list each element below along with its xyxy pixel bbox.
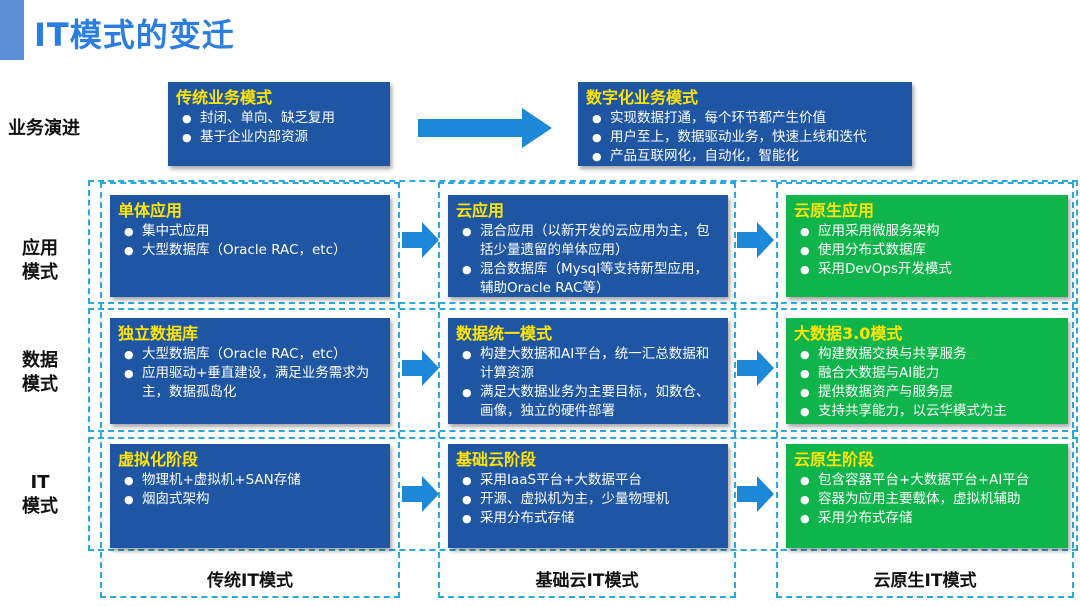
list-item: 用户至上，数据驱动业务，快速上线和迭代 xyxy=(586,128,904,147)
cloud-app-box: 云应用 混合应用（以新开发的云应用为主，包括少量遗留的单体应用） 混合数据库（M… xyxy=(448,195,728,297)
traditional-business-box: 传统业务模式 封闭、单向、缺乏复用 基于企业内部资源 xyxy=(168,82,390,166)
list-item: 集中式应用 xyxy=(118,222,382,241)
standalone-db-title: 独立数据库 xyxy=(118,324,199,343)
unified-data-box: 数据统一模式 构建大数据和AI平台，统一汇总数据和计算资源 满足大数据业务为主要… xyxy=(448,318,728,424)
list-item: 采用分布式存储 xyxy=(794,509,1060,528)
unified-data-title: 数据统一模式 xyxy=(456,324,553,343)
list-item: 构建大数据和AI平台，统一汇总数据和计算资源 xyxy=(456,345,720,383)
list-item: 采用IaaS平台+大数据平台 xyxy=(456,471,720,490)
data-row-frame xyxy=(88,308,1078,432)
virtualization-box: 虚拟化阶段 物理机+虚拟机+SAN存储 烟囱式架构 xyxy=(110,444,390,548)
list-item: 满足大数据业务为主要目标，如数仓、画像，独立的硬件部署 xyxy=(456,383,720,421)
it-arrow-1-icon xyxy=(402,476,439,512)
data-arrow-1-icon xyxy=(402,350,439,386)
row-label-business: 业务演进 xyxy=(8,118,80,139)
app-arrow-1-icon xyxy=(402,222,439,258)
list-item: 支持共享能力，以云华模式为主 xyxy=(794,402,1060,421)
list-item: 开源、虚拟机为主，少量物理机 xyxy=(456,490,720,509)
basic-cloud-column-frame xyxy=(438,182,736,598)
row-label-it-line2: 模式 xyxy=(22,496,58,517)
list-item: 混合应用（以新开发的云应用为主，包括少量遗留的单体应用） xyxy=(456,222,720,260)
list-item: 构建数据交换与共享服务 xyxy=(794,345,1060,364)
data-arrow-2-icon xyxy=(737,350,774,386)
traditional-column-frame xyxy=(100,182,400,598)
bigdata-3-title: 大数据3.0模式 xyxy=(794,324,903,343)
it-row-frame xyxy=(88,437,1078,551)
list-item: 封闭、单向、缺乏复用 xyxy=(176,109,382,128)
cloud-native-column-frame xyxy=(776,182,1074,598)
traditional-business-title: 传统业务模式 xyxy=(176,88,273,107)
monolith-app-box: 单体应用 集中式应用 大型数据库（Oracle RAC，etc） xyxy=(110,195,390,297)
bigdata-3-box: 大数据3.0模式 构建数据交换与共享服务 融合大数据与AI能力 提供数据资产与服… xyxy=(786,318,1068,424)
list-item: 基于企业内部资源 xyxy=(176,128,382,147)
it-arrow-2-icon xyxy=(737,476,774,512)
page-title: IT模式的变迁 xyxy=(34,16,235,54)
list-item: 应用驱动+垂直建设，满足业务需求为主，数据孤岛化 xyxy=(118,364,382,402)
list-item: 容器为应用主要载体，虚拟机辅助 xyxy=(794,490,1060,509)
monolith-app-title: 单体应用 xyxy=(118,201,183,220)
row-label-it-line1: IT xyxy=(30,472,50,493)
cloud-native-stage-box: 云原生阶段 包含容器平台+大数据平台+AI平台 容器为应用主要载体，虚拟机辅助 … xyxy=(786,444,1068,548)
list-item: 采用DevOps开发模式 xyxy=(794,260,1060,279)
cloud-native-stage-title: 云原生阶段 xyxy=(794,450,875,469)
row-label-data-line2: 模式 xyxy=(22,374,58,395)
business-arrow-icon xyxy=(418,108,552,148)
standalone-db-box: 独立数据库 大型数据库（Oracle RAC，etc） 应用驱动+垂直建设，满足… xyxy=(110,318,390,424)
row-label-data: 数据 模式 xyxy=(10,349,70,397)
list-item: 烟囱式架构 xyxy=(118,490,382,509)
column-label-traditional: 传统IT模式 xyxy=(207,571,293,591)
digital-business-title: 数字化业务模式 xyxy=(586,88,699,107)
list-item: 使用分布式数据库 xyxy=(794,241,1060,260)
cloud-native-app-box: 云原生应用 应用采用微服务架构 使用分布式数据库 采用DevOps开发模式 xyxy=(786,195,1068,297)
virtualization-title: 虚拟化阶段 xyxy=(118,450,199,469)
column-label-basic-cloud: 基础云IT模式 xyxy=(535,571,639,591)
list-item: 提供数据资产与服务层 xyxy=(794,383,1060,402)
list-item: 混合数据库（Mysql等支持新型应用，辅助Oracle RAC等） xyxy=(456,260,720,298)
app-arrow-2-icon xyxy=(737,222,774,258)
title-accent-bar xyxy=(0,0,24,60)
basic-cloud-box: 基础云阶段 采用IaaS平台+大数据平台 开源、虚拟机为主，少量物理机 采用分布… xyxy=(448,444,728,548)
list-item: 物理机+虚拟机+SAN存储 xyxy=(118,471,382,490)
list-item: 大型数据库（Oracle RAC，etc） xyxy=(118,345,382,364)
row-label-app: 应用 模式 xyxy=(10,237,70,285)
basic-cloud-title: 基础云阶段 xyxy=(456,450,537,469)
row-label-it: IT 模式 xyxy=(10,471,70,519)
cloud-app-title: 云应用 xyxy=(456,201,505,220)
list-item: 大型数据库（Oracle RAC，etc） xyxy=(118,241,382,260)
row-label-app-line1: 应用 xyxy=(22,238,58,259)
list-item: 包含容器平台+大数据平台+AI平台 xyxy=(794,471,1060,490)
list-item: 采用分布式存储 xyxy=(456,509,720,528)
row-label-app-line2: 模式 xyxy=(22,262,58,283)
column-label-cloud-native: 云原生IT模式 xyxy=(873,571,977,591)
list-item: 应用采用微服务架构 xyxy=(794,222,1060,241)
list-item: 融合大数据与AI能力 xyxy=(794,364,1060,383)
list-item: 产品互联网化，自动化，智能化 xyxy=(586,147,904,166)
list-item: 实现数据打通，每个环节都产生价值 xyxy=(586,109,904,128)
row-label-data-line1: 数据 xyxy=(22,350,58,371)
app-row-frame xyxy=(88,180,1078,304)
cloud-native-app-title: 云原生应用 xyxy=(794,201,875,220)
digital-business-box: 数字化业务模式 实现数据打通，每个环节都产生价值 用户至上，数据驱动业务，快速上… xyxy=(578,82,912,166)
